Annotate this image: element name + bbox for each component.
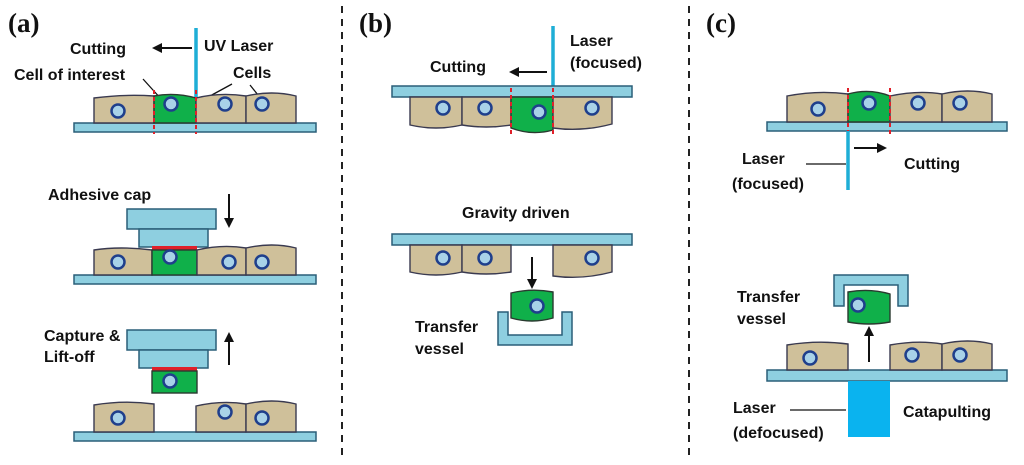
nucleus bbox=[810, 101, 826, 117]
laser-label-b-line2: (focused) bbox=[570, 55, 642, 72]
cell bbox=[552, 96, 613, 131]
cell bbox=[941, 90, 993, 123]
defocused-label-line2: (defocused) bbox=[733, 425, 824, 442]
cell bbox=[245, 92, 297, 124]
defocused-laser-beam bbox=[848, 381, 890, 437]
nucleus bbox=[477, 100, 493, 116]
slide-a2 bbox=[73, 274, 317, 285]
adhesive-cap-bottom bbox=[138, 228, 209, 248]
nucleus bbox=[110, 410, 126, 426]
nucleus bbox=[861, 95, 877, 111]
nucleus bbox=[531, 104, 547, 120]
nucleus bbox=[162, 249, 178, 265]
nucleus bbox=[952, 95, 968, 111]
catapulting-label: Catapulting bbox=[903, 404, 991, 421]
laser-label-c-line2: (focused) bbox=[732, 176, 804, 193]
laser-label-c-line1: Laser bbox=[742, 151, 785, 168]
nucleus bbox=[217, 96, 233, 112]
nucleus bbox=[254, 410, 270, 426]
cells-pointer-1 bbox=[209, 83, 233, 97]
panel-c: (c) Laser (focused) Cutting Transfer ves… bbox=[706, 8, 1008, 442]
panel-c-label: (c) bbox=[706, 8, 736, 38]
nucleus bbox=[802, 350, 818, 366]
cell bbox=[552, 244, 613, 279]
nucleus bbox=[850, 297, 866, 313]
nucleus bbox=[162, 373, 178, 389]
gravity-driven-label: Gravity driven bbox=[462, 205, 570, 222]
slide-c2 bbox=[766, 369, 1008, 382]
transfer-label-c-line2: vessel bbox=[737, 311, 786, 328]
adhesive-cap-top bbox=[126, 208, 217, 230]
nucleus bbox=[217, 404, 233, 420]
nucleus bbox=[435, 250, 451, 266]
nucleus bbox=[529, 298, 545, 314]
nucleus bbox=[435, 100, 451, 116]
cutting-label-a: Cutting bbox=[70, 41, 126, 58]
nucleus bbox=[952, 347, 968, 363]
nucleus bbox=[254, 254, 270, 270]
cell bbox=[245, 244, 297, 276]
cutting-label-b: Cutting bbox=[430, 59, 486, 76]
nucleus bbox=[110, 254, 126, 270]
defocused-label-line1: Laser bbox=[733, 400, 776, 417]
cell bbox=[409, 96, 463, 129]
adhesive-film bbox=[152, 367, 197, 371]
transfer-label-c-line1: Transfer bbox=[737, 289, 800, 306]
nucleus bbox=[163, 96, 179, 112]
cell-of-interest-label: Cell of interest bbox=[14, 67, 126, 84]
cells-label: Cells bbox=[233, 65, 271, 82]
nucleus bbox=[904, 347, 920, 363]
nucleus bbox=[110, 103, 126, 119]
panel-b: (b) Laser (focused) Cutting Gravity driv… bbox=[359, 8, 642, 358]
uv-laser-label: UV Laser bbox=[204, 38, 273, 55]
capture-label-line1: Capture & bbox=[44, 328, 121, 345]
transfer-label-b-line1: Transfer bbox=[415, 319, 478, 336]
transfer-vessel-b bbox=[497, 311, 573, 346]
panel-a-label: (a) bbox=[8, 8, 39, 38]
slide-c1 bbox=[766, 121, 1008, 132]
adhesive-cap-top bbox=[126, 329, 217, 351]
nucleus bbox=[910, 95, 926, 111]
panel-a: (a) Cutting UV Laser Cell of interest Ce… bbox=[8, 8, 317, 442]
nucleus bbox=[254, 96, 270, 112]
cell bbox=[245, 400, 297, 433]
adhesive-film bbox=[152, 246, 197, 250]
panel-b-label: (b) bbox=[359, 8, 392, 38]
cutting-label-c: Cutting bbox=[904, 156, 960, 173]
slide-b2 bbox=[391, 233, 633, 246]
transfer-vessel-c bbox=[833, 274, 909, 307]
slide-a3 bbox=[73, 431, 317, 442]
laser-label-b-line1: Laser bbox=[570, 33, 613, 50]
nucleus bbox=[221, 254, 237, 270]
adhesive-cap-bottom bbox=[138, 349, 209, 369]
capture-label-line2: Lift-off bbox=[44, 349, 95, 366]
transfer-label-b-line2: vessel bbox=[415, 341, 464, 358]
nucleus bbox=[584, 100, 600, 116]
nucleus bbox=[584, 250, 600, 266]
nucleus bbox=[477, 250, 493, 266]
adhesive-cap-label: Adhesive cap bbox=[48, 187, 151, 204]
